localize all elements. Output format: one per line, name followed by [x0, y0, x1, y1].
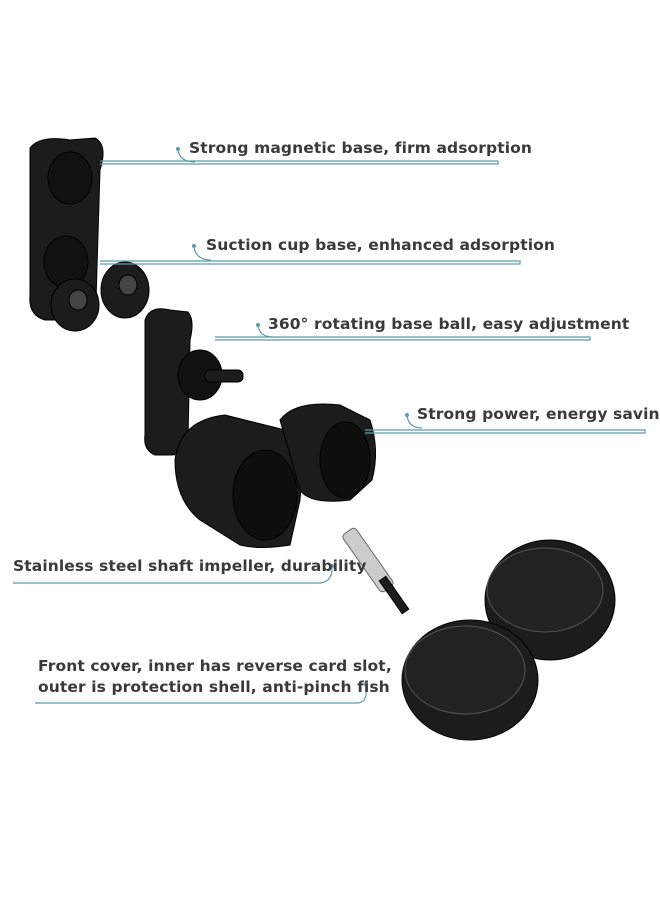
callout-rotating-ball: 360° rotating base ball, easy adjustment: [268, 315, 630, 333]
front-cover: [401, 619, 539, 741]
callout-front-cover-line2: outer is protection shell, anti-pinch fi…: [38, 678, 390, 696]
callout-suction-cup: Suction cup base, enhanced adsorption: [206, 236, 556, 254]
front-cover: [484, 539, 616, 661]
callout-magnetic-base: Strong magnetic base, firm adsorption: [189, 139, 533, 157]
impeller-shaft: [342, 527, 410, 615]
callout-front-cover-line1: Front cover, inner has reverse card slot…: [38, 657, 392, 675]
callout-impeller: Stainless steel shaft impeller, durabili…: [13, 557, 367, 575]
callout-power: Strong power, energy saving: [417, 405, 660, 423]
callout-lines: [13, 149, 646, 704]
